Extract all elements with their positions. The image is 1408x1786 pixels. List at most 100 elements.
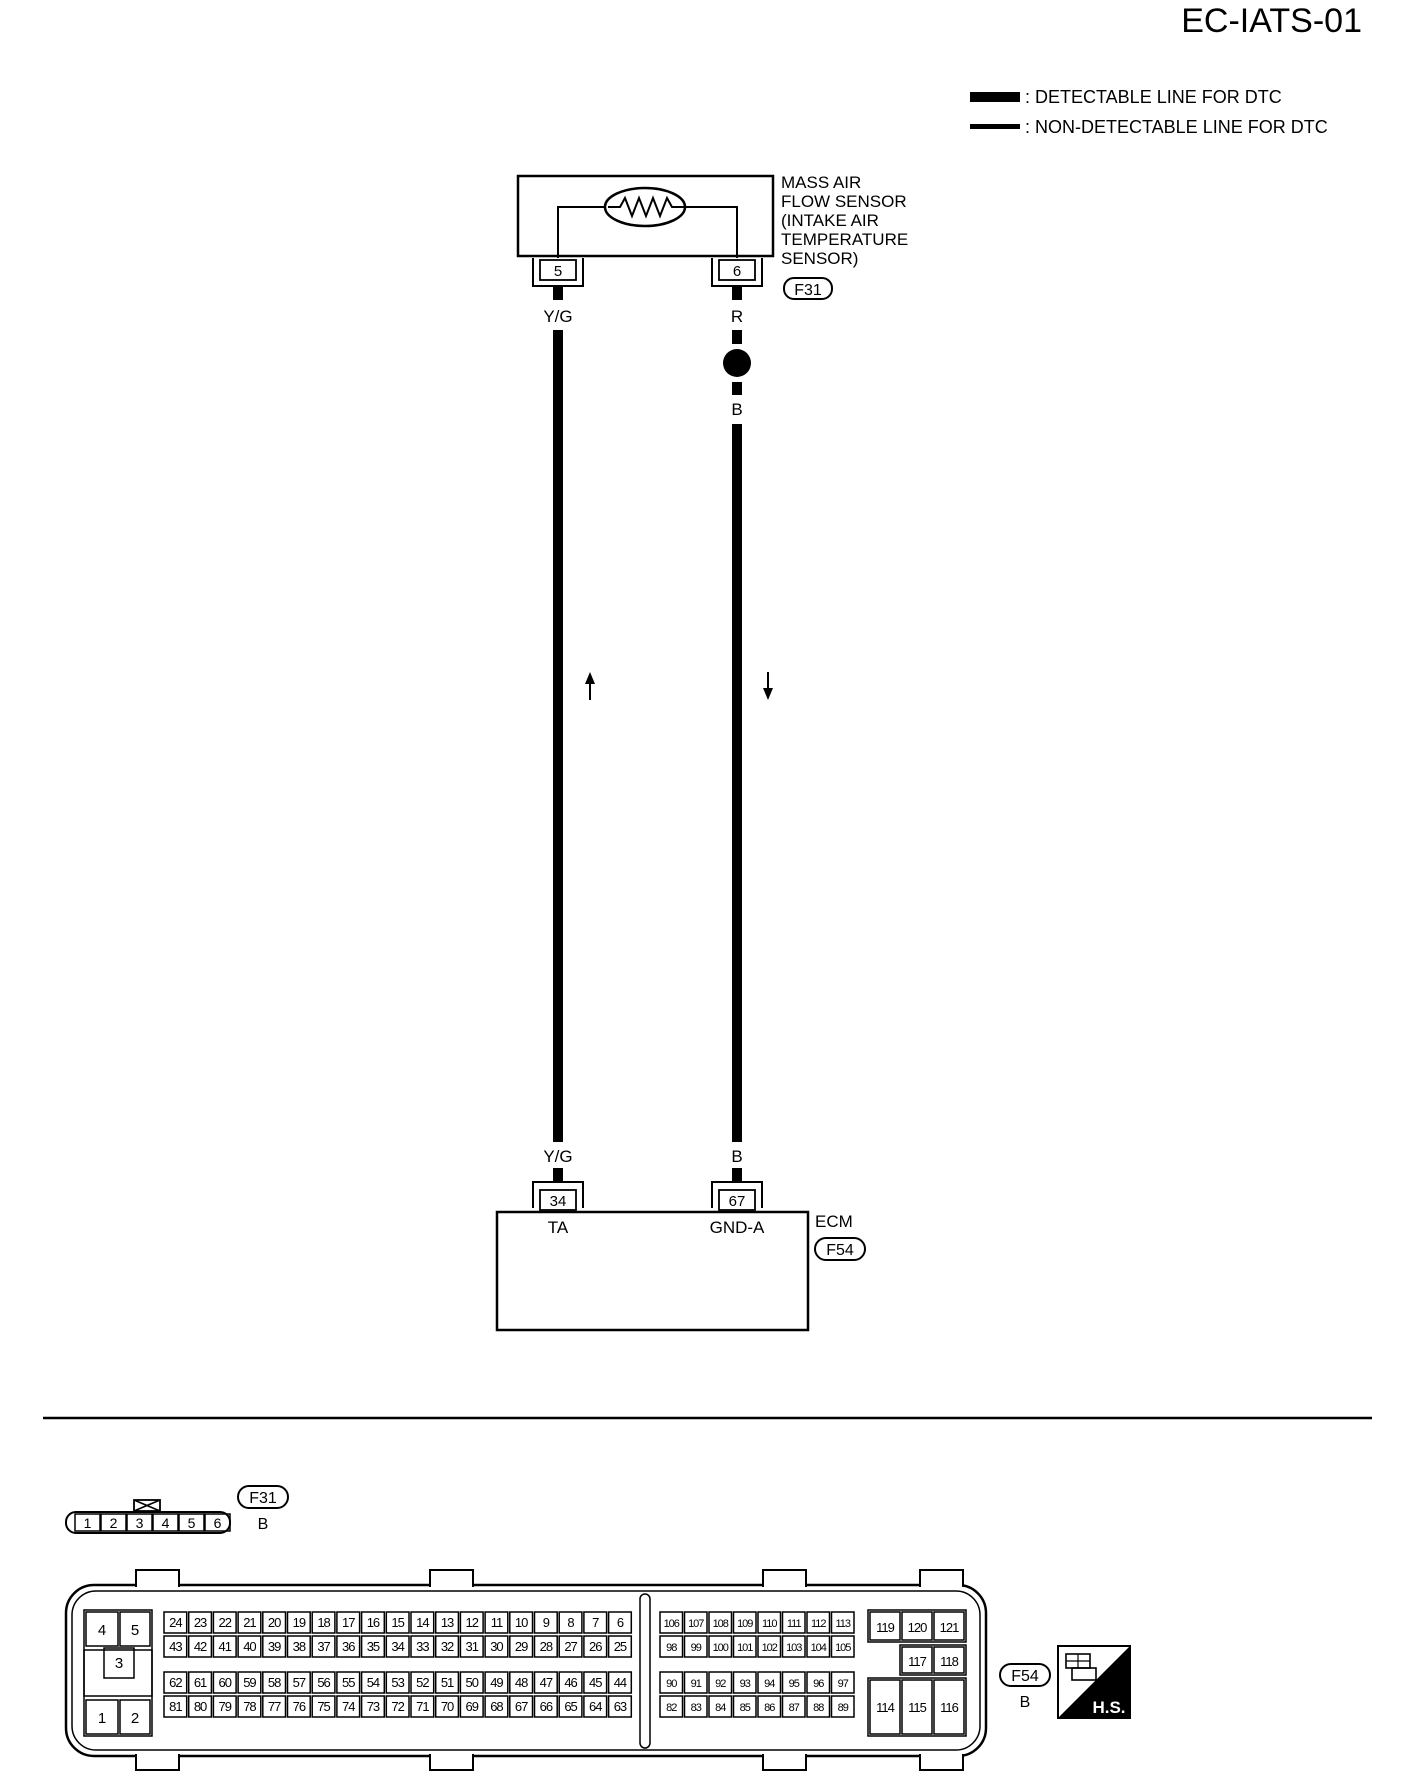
f54-pin-cell bbox=[781, 1635, 806, 1658]
f54-pin-label: 81 bbox=[169, 1699, 182, 1714]
f31-lock-tab-icon bbox=[133, 1499, 161, 1512]
f54-pin-label: 14 bbox=[416, 1615, 429, 1630]
sensor-box bbox=[516, 174, 775, 258]
f31-pin-3: 3 bbox=[136, 1515, 144, 1531]
wire-right-joint-upper bbox=[732, 330, 742, 344]
sensor-name-line-3: (INTAKE AIR bbox=[781, 211, 879, 230]
f54-pin-cell bbox=[484, 1611, 509, 1634]
f54-pin-cell bbox=[459, 1635, 484, 1658]
wire-splice-joint bbox=[723, 349, 751, 377]
f54-pin-cell bbox=[757, 1611, 782, 1634]
f54-pin-cell bbox=[830, 1695, 855, 1718]
f54-pin-cell bbox=[708, 1611, 733, 1634]
f31-id-label: F31 bbox=[249, 1490, 277, 1507]
ecm-pin-67-label: 67 bbox=[729, 1193, 746, 1210]
wire-left-top-color: Y/G bbox=[543, 307, 572, 326]
f54-pin-cell bbox=[360, 1695, 386, 1718]
f54-pin-115: 115 bbox=[908, 1700, 926, 1715]
wire-right-stub-top bbox=[732, 287, 742, 300]
f54-pin-cell bbox=[385, 1695, 410, 1718]
f54-pin-label: 20 bbox=[268, 1615, 281, 1630]
f54-pin-cell bbox=[607, 1695, 633, 1718]
f54-pin-cell bbox=[583, 1695, 608, 1718]
f54-pin-cell bbox=[434, 1611, 460, 1634]
f54-pin-label: 11 bbox=[491, 1615, 503, 1630]
f54-pin-label: 55 bbox=[342, 1675, 355, 1690]
f54-pin-118: 118 bbox=[940, 1654, 958, 1669]
f54-pin-label: 32 bbox=[441, 1639, 454, 1654]
f54-pin-cell bbox=[830, 1611, 855, 1634]
f54-pin-label: 72 bbox=[391, 1699, 404, 1714]
f54-pin-label: 98 bbox=[666, 1642, 677, 1654]
f54-pin-cell bbox=[757, 1635, 782, 1658]
f54-pin-label: 103 bbox=[786, 1642, 802, 1654]
f54-pin-label: 62 bbox=[169, 1675, 182, 1690]
f54-pin-label: 12 bbox=[466, 1615, 479, 1630]
f54-pin-cell bbox=[558, 1611, 583, 1634]
f54-pin-label: 88 bbox=[813, 1702, 824, 1714]
f54-pin-label: 17 bbox=[342, 1615, 355, 1630]
f54-pin-label: 28 bbox=[540, 1639, 553, 1654]
sensor-pin-5-housing bbox=[532, 258, 584, 287]
f54-pin-label: 71 bbox=[416, 1699, 429, 1714]
f31-pin-2: 2 bbox=[110, 1515, 118, 1531]
f54-pin-label: 63 bbox=[614, 1699, 627, 1714]
sensor-pin-6-label: 6 bbox=[733, 263, 741, 280]
f54-pin-cell bbox=[683, 1671, 708, 1694]
f54-pin-label: 73 bbox=[367, 1699, 380, 1714]
legend-detectable-swatch bbox=[970, 92, 1020, 102]
f54-pin-label: 74 bbox=[342, 1699, 355, 1714]
f54-pin-label: 43 bbox=[169, 1639, 182, 1654]
f54-pin-cell bbox=[336, 1635, 361, 1658]
f54-pin-label: 33 bbox=[416, 1639, 429, 1654]
f54-pin-5: 5 bbox=[131, 1622, 139, 1639]
f54-pin-label: 15 bbox=[391, 1615, 404, 1630]
f54-pin-label: 19 bbox=[293, 1615, 306, 1630]
wire-right-bottom-color: B bbox=[731, 1147, 742, 1166]
f54-pin-cell bbox=[434, 1695, 460, 1718]
f54-pin-label: 85 bbox=[740, 1702, 751, 1714]
f54-pin-label: 25 bbox=[614, 1639, 627, 1654]
f54-pin-cell bbox=[732, 1611, 757, 1634]
f54-pin-cell bbox=[163, 1671, 188, 1694]
f54-pin-cell bbox=[757, 1695, 782, 1718]
f54-pin-label: 36 bbox=[342, 1639, 355, 1654]
sensor-connector-badge bbox=[783, 277, 833, 300]
f54-pin-label: 40 bbox=[243, 1639, 256, 1654]
sensor-name-line-4: TEMPERATURE bbox=[781, 230, 908, 249]
f54-pin-cell bbox=[360, 1635, 386, 1658]
ecm-connector-badge bbox=[814, 1237, 866, 1261]
f54-pin-cell bbox=[533, 1695, 558, 1718]
wire-right-stub-bottom bbox=[732, 1168, 742, 1181]
f54-pin-label: 39 bbox=[268, 1639, 281, 1654]
f54-pin-label: 34 bbox=[391, 1639, 404, 1654]
f54-pin-114: 114 bbox=[876, 1700, 894, 1715]
f54-pin-cell bbox=[163, 1611, 188, 1634]
f54-pin-cell bbox=[311, 1671, 336, 1694]
f54-pin-label: 26 bbox=[589, 1639, 602, 1654]
sensor-name-line-1: MASS AIR bbox=[781, 173, 861, 192]
f54-pin-cell bbox=[830, 1671, 855, 1694]
wire-right-top-color: R bbox=[731, 307, 743, 326]
f54-pin-label: 70 bbox=[441, 1699, 454, 1714]
f54-pin-cell bbox=[187, 1611, 213, 1634]
f54-pin-label: 46 bbox=[564, 1675, 577, 1690]
f54-pin-cell bbox=[434, 1635, 460, 1658]
f54-pin-cell bbox=[806, 1611, 831, 1634]
f54-pin-cell bbox=[286, 1611, 311, 1634]
ecm-connector-label: F54 bbox=[826, 1242, 854, 1259]
f54-pin-label: 52 bbox=[416, 1675, 429, 1690]
f54-pin-cell bbox=[708, 1671, 733, 1694]
ecm-box bbox=[495, 1210, 810, 1332]
f54-pin-cell bbox=[583, 1671, 608, 1694]
f54-pin-label: 97 bbox=[838, 1678, 849, 1690]
f54-pin-label: 35 bbox=[367, 1639, 380, 1654]
f54-pin-cell bbox=[659, 1611, 684, 1634]
f54-pin-cell bbox=[385, 1611, 410, 1634]
f54-pin-label: 107 bbox=[688, 1618, 704, 1630]
f54-pin-cell bbox=[806, 1695, 831, 1718]
f54-block3-pins: 119 120 121 117 118 114 115 116 bbox=[867, 1609, 967, 1737]
f54-pin-label: 66 bbox=[540, 1699, 553, 1714]
